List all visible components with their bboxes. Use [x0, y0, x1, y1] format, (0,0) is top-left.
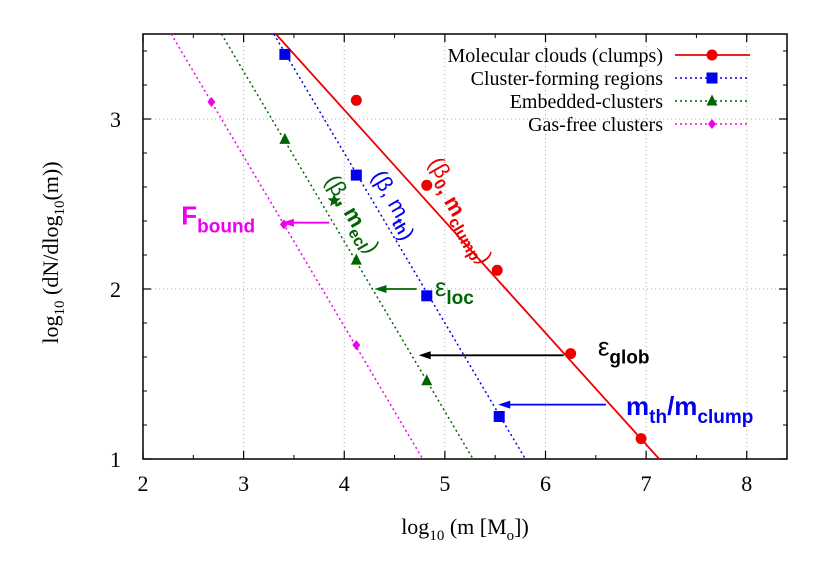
data-point-triangle [279, 132, 291, 144]
x-tick-label: 7 [641, 471, 652, 496]
y-tick-label: 2 [110, 277, 121, 302]
legend-label: Molecular clouds (clumps) [448, 45, 664, 67]
x-axis-title: log10 (m [Mo]) [401, 514, 529, 544]
series [170, 34, 660, 459]
data-point-circle [491, 264, 503, 276]
arrow-eps-glob-head [418, 351, 431, 360]
legend: Molecular clouds (clumps)Cluster-forming… [448, 45, 750, 136]
annotations: (β0, mclump)(β, mth)(β , mecl)Fboundεloc… [181, 153, 753, 428]
annotation-beta-mth: (β, mth) [362, 166, 425, 245]
legend-label: Embedded-clusters [510, 91, 663, 113]
legend-marker-square [706, 72, 718, 84]
annotation-eps-glob: εglob [598, 331, 650, 368]
data-point-square [350, 169, 362, 181]
x-tick-label: 8 [741, 471, 752, 496]
legend-marker-circle [706, 49, 718, 61]
annotation-f-bound: Fbound [181, 200, 255, 237]
data-point-circle [421, 179, 433, 191]
arrow-f-bound-head [281, 218, 294, 227]
data-point-diamond [352, 340, 361, 351]
x-tick-label: 2 [138, 471, 149, 496]
series-line-triangle [220, 34, 474, 459]
y-tick-label: 1 [110, 447, 121, 472]
x-tick-label: 5 [439, 471, 450, 496]
data-point-triangle [421, 374, 433, 386]
y-tick-label: 3 [110, 107, 121, 132]
star-marker [327, 193, 341, 207]
annotation-eps-loc: εloc [435, 272, 474, 309]
x-tick-label: 4 [339, 471, 350, 496]
legend-label: Cluster-forming regions [471, 68, 664, 90]
annotation-mth-mclump: mth/mclump [626, 391, 753, 428]
x-tick-label: 3 [238, 471, 249, 496]
series-line-square [273, 34, 527, 459]
arrow-eps-loc-head [374, 285, 387, 293]
plot-frame [142, 33, 788, 460]
x-tick-label: 6 [540, 471, 551, 496]
series-line-circle [275, 34, 660, 459]
data-point-diamond [207, 97, 216, 107]
legend-marker-diamond [708, 119, 716, 129]
arrow-mth-mclump-head [498, 400, 511, 409]
data-point-square [279, 48, 291, 60]
data-point-circle [350, 94, 362, 106]
data-point-triangle [350, 253, 362, 265]
legend-label: Gas-free clusters [528, 114, 663, 136]
data-point-square [493, 411, 505, 422]
legend-marker-triangle [706, 94, 718, 106]
annotation-beta0: (β0, mclump) [414, 153, 503, 271]
data-point-square [421, 290, 433, 302]
series-line-diamond [170, 34, 424, 459]
y-axis-title: log10 (dN/dlog10(m)) [38, 161, 68, 343]
data-point-circle [565, 348, 577, 360]
grid-lines [143, 34, 787, 459]
data-point-circle [635, 433, 647, 445]
